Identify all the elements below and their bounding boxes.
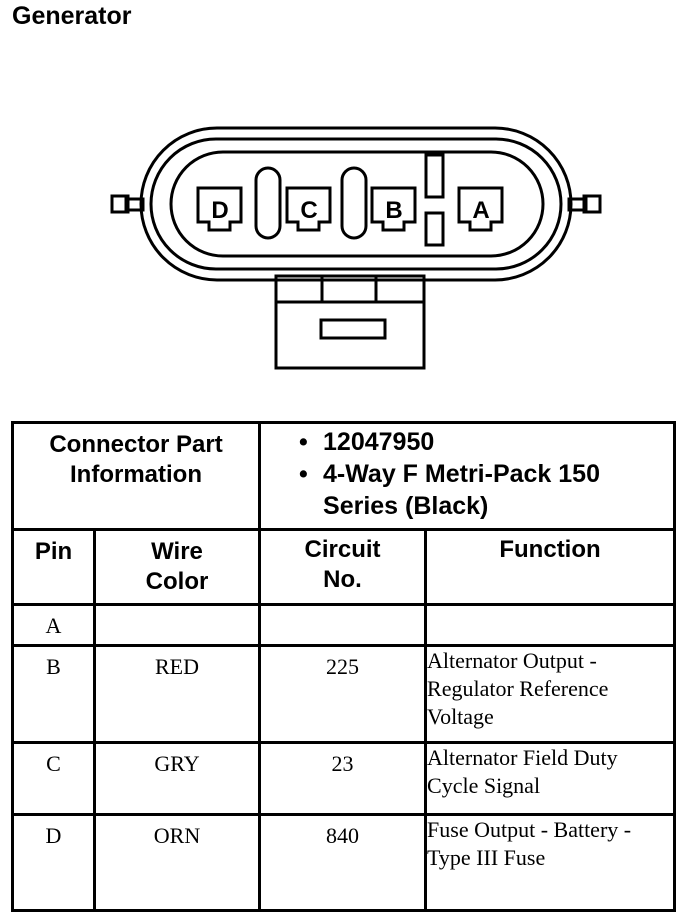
header-circuit: Circuit No. <box>258 528 428 606</box>
function-cell: Alternator Field Duty Cycle Signal <box>424 741 677 816</box>
part-info-label: Connector Part Information <box>49 431 223 488</box>
function-cell: Alternator Output - Regulator Reference … <box>424 644 677 744</box>
wire-color-cell: ORN <box>92 813 262 912</box>
separator-1 <box>254 166 282 240</box>
right-tab-inner <box>567 197 588 212</box>
pin-cell: D <box>11 813 96 912</box>
pin-cell: C <box>11 741 96 816</box>
connector-body-outer <box>139 126 573 282</box>
pin-label-b: B <box>385 197 402 224</box>
pin-cell: B <box>11 644 96 744</box>
right-tab-outer <box>582 194 602 214</box>
wire-color-cell <box>92 603 262 647</box>
circuit-cell: 23 <box>258 741 428 816</box>
circuit-cell <box>258 603 428 647</box>
circuit-cell: 225 <box>258 644 428 744</box>
header-function: Function <box>424 528 677 606</box>
pin-cavity-d <box>196 186 243 232</box>
part-info-value-cell: 12047950 4-Way F Metri-Pack 150 Series (… <box>258 421 677 531</box>
part-info-list: 12047950 4-Way F Metri-Pack 150 Series (… <box>261 426 673 522</box>
header-row: Pin Wire Color Circuit No. Function <box>11 528 677 606</box>
wire-color-cell: GRY <box>92 741 262 816</box>
pin-cavity-b <box>370 186 417 232</box>
connector-table: Connector Part Information 12047950 4-Wa… <box>10 421 677 912</box>
pin-cavity-c <box>285 186 332 232</box>
key-lower <box>424 211 445 247</box>
part-description: 4-Way F Metri-Pack 150 Series (Black) <box>299 458 673 522</box>
part-info-row: Connector Part Information 12047950 4-Wa… <box>10 421 677 531</box>
left-tab-inner <box>124 197 145 212</box>
latch-slot <box>319 318 387 340</box>
left-tab-outer <box>110 194 130 214</box>
header-wire-color: Wire Color <box>92 528 262 606</box>
pin-cavity-a <box>457 186 504 232</box>
key-upper <box>424 153 445 199</box>
table-row: C GRY 23 Alternator Field Duty Cycle Sig… <box>11 741 677 816</box>
diagram-title: Generator <box>12 2 132 30</box>
part-info-label-cell: Connector Part Information <box>10 421 262 531</box>
pin-label-a: A <box>472 197 489 224</box>
table-row: B RED 225 Alternator Output - Regulator … <box>11 644 677 744</box>
separator-2 <box>340 166 368 240</box>
connector-body-rim <box>149 137 563 271</box>
header-pin: Pin <box>11 528 96 606</box>
part-number: 12047950 <box>299 426 673 458</box>
table-row: A <box>11 603 677 647</box>
pin-label-c: C <box>300 197 317 224</box>
wire-color-cell: RED <box>92 644 262 744</box>
function-cell <box>424 603 677 647</box>
pin-label-d: D <box>211 197 228 224</box>
table-row: D ORN 840 Fuse Output - Battery - Type I… <box>11 813 677 912</box>
connector-body-inner <box>169 150 545 258</box>
pin-cell: A <box>11 603 96 647</box>
generator-connector-drawing: D C B A <box>110 126 602 370</box>
latch-housing <box>274 274 426 370</box>
function-cell: Fuse Output - Battery - Type III Fuse <box>424 813 677 912</box>
circuit-cell: 840 <box>258 813 428 912</box>
